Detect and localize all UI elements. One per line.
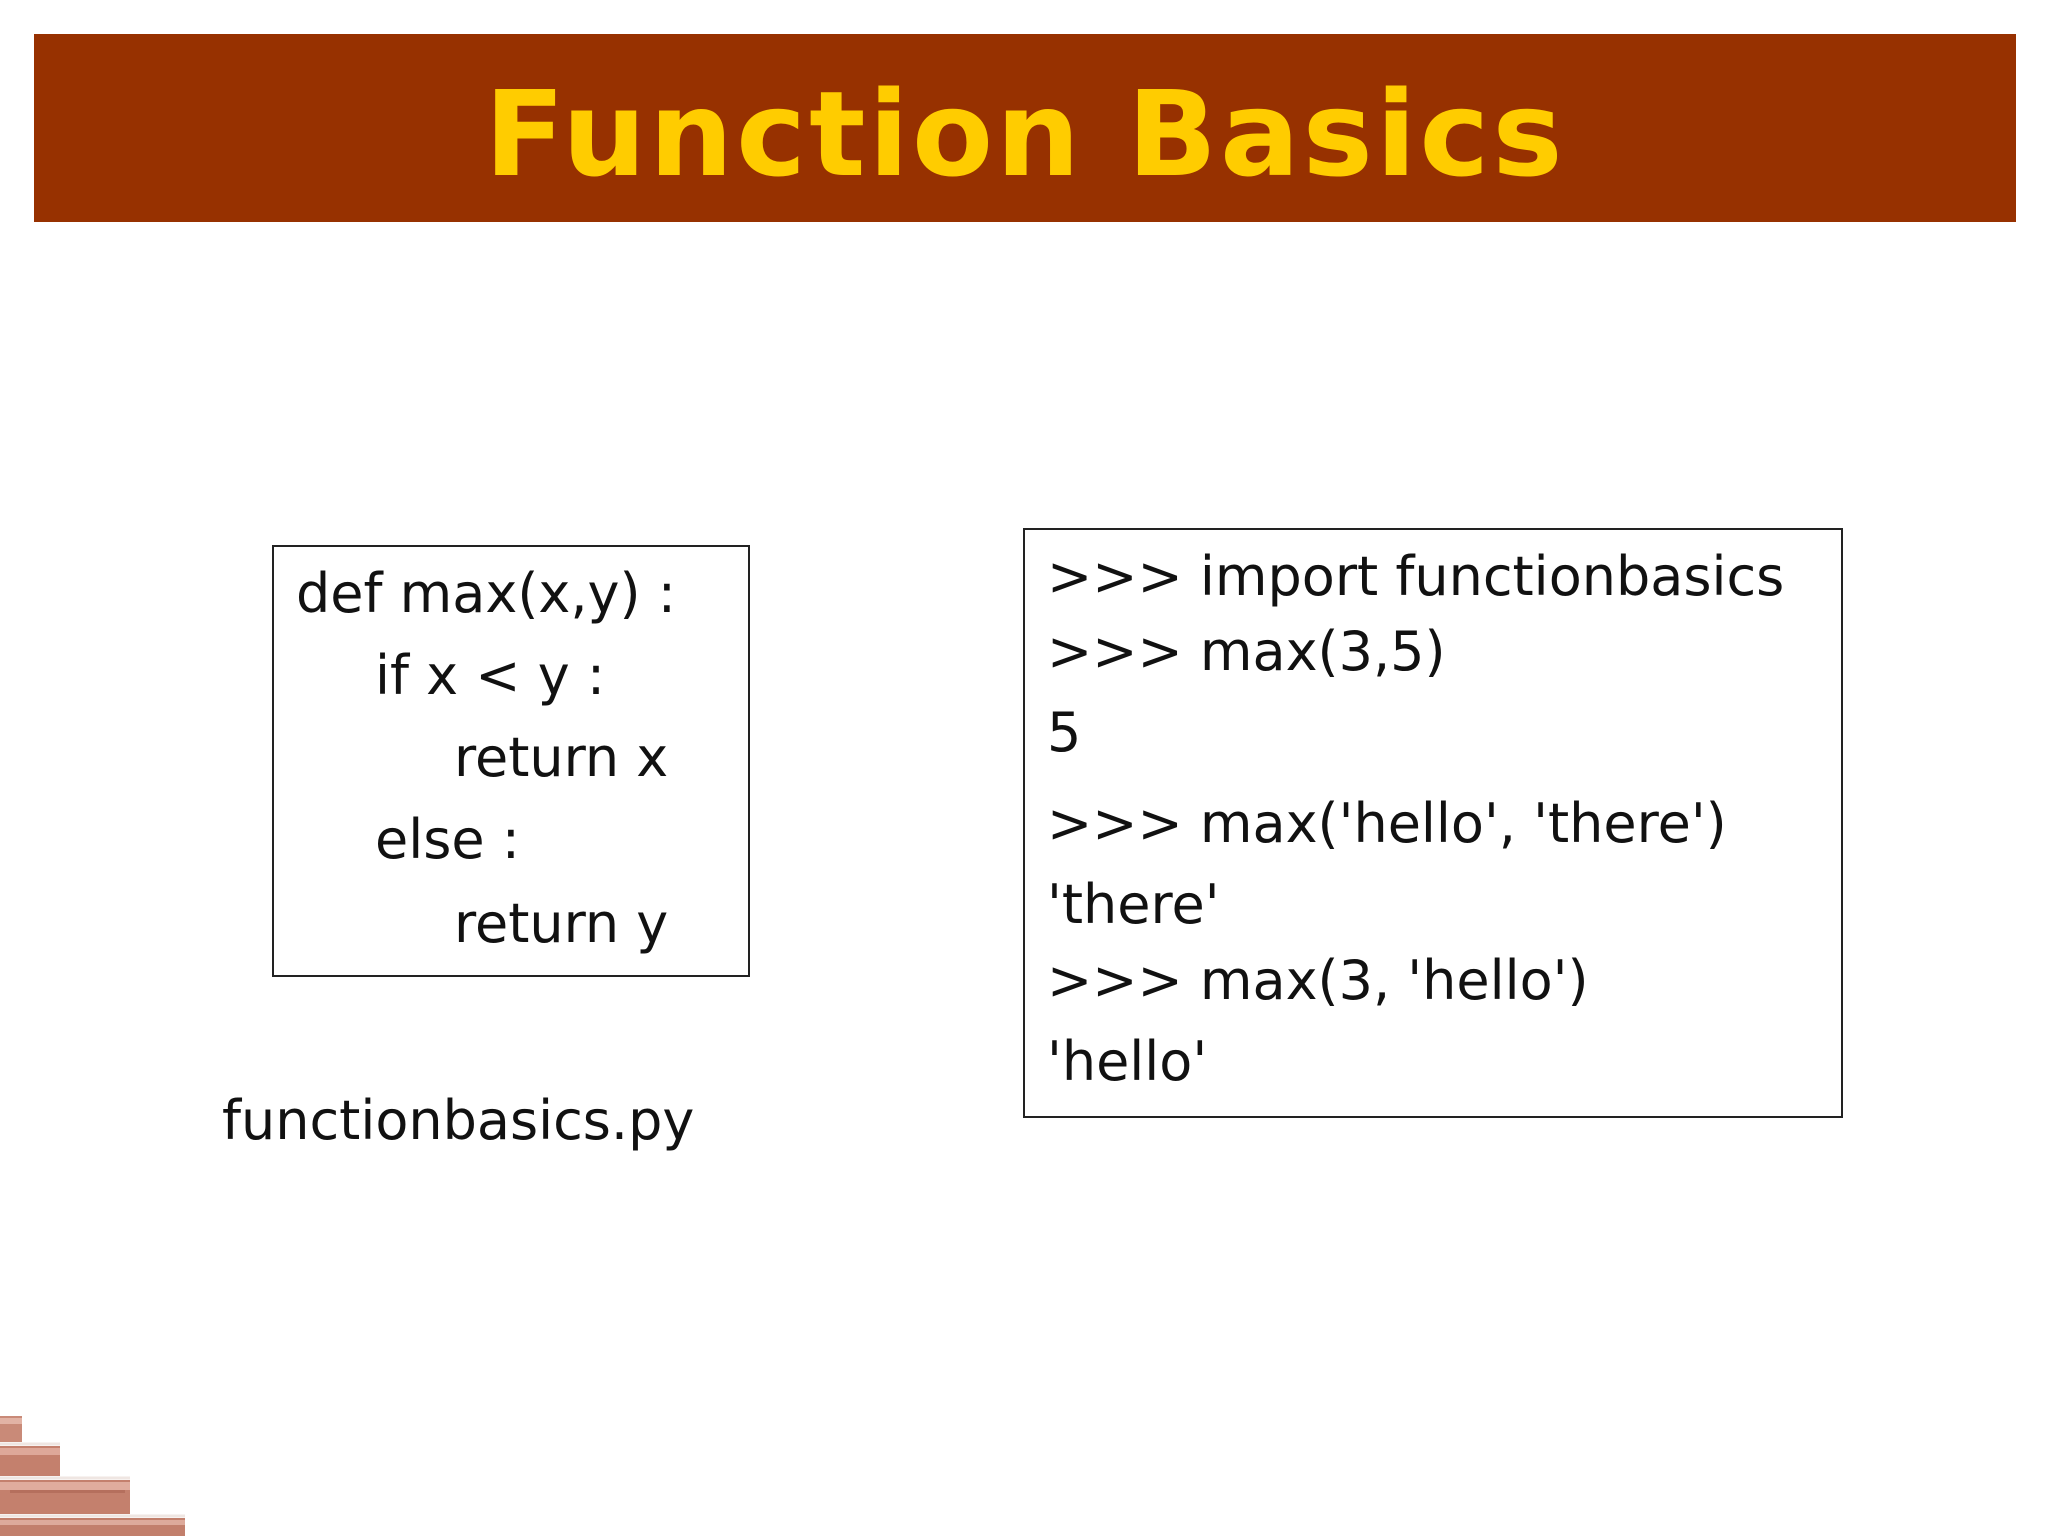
shell-output-there: 'there'	[1047, 873, 1220, 936]
slide-title: Function Basics	[484, 65, 1566, 203]
title-bar: Function Basics	[34, 34, 2016, 222]
shell-line-max-numbers: >>> max(3,5)	[1047, 620, 1446, 683]
filename-label: functionbasics.py	[222, 1089, 695, 1152]
shell-line-import: >>> import functionbasics	[1047, 545, 1785, 608]
shell-output-hello: 'hello'	[1047, 1030, 1208, 1093]
shell-line-max-mixed: >>> max(3, 'hello')	[1047, 949, 1589, 1012]
code-box: def max(x,y) : if x < y : return x else …	[272, 545, 750, 977]
code-line-else: else :	[375, 808, 520, 871]
shell-line-max-strings: >>> max('hello', 'there')	[1047, 792, 1727, 855]
code-line-def: def max(x,y) :	[296, 562, 676, 625]
shell-output-5: 5	[1047, 701, 1082, 764]
code-line-return-x: return x	[454, 726, 669, 789]
code-line-if: if x < y :	[375, 644, 606, 707]
python-shell-box: >>> import functionbasics >>> max(3,5) 5…	[1023, 528, 1843, 1118]
brick-wall-icon	[0, 1416, 185, 1536]
code-line-return-y: return y	[454, 892, 669, 955]
